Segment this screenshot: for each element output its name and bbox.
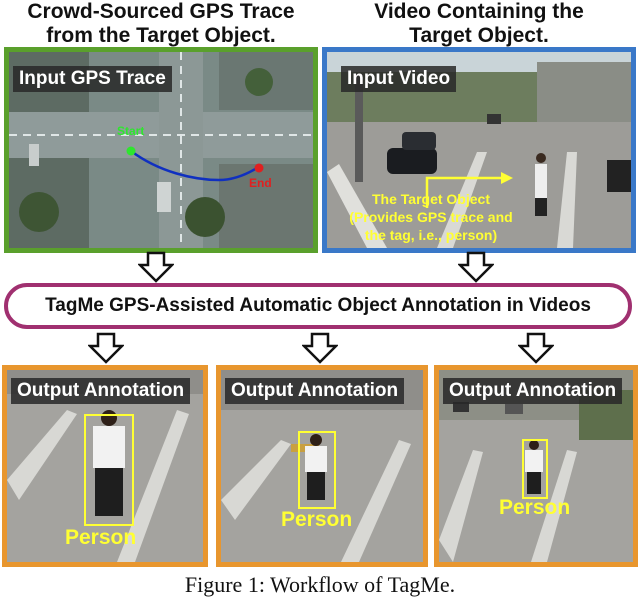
down-arrow-output-1 xyxy=(88,332,124,364)
pipeline-label: TagMe GPS-Assisted Automatic Object Anno… xyxy=(45,295,591,316)
output-tag-1: Output Annotation xyxy=(11,378,191,404)
person-label-3: Person xyxy=(499,496,571,519)
down-arrow-output-2 xyxy=(302,332,338,364)
tagme-pipeline-box: TagMe GPS-Assisted Automatic Object Anno… xyxy=(4,283,632,329)
input-video-tag: Input Video xyxy=(341,66,457,92)
target-object-annotation: The Target Object (Provides GPS trace an… xyxy=(349,191,513,243)
down-arrow-left xyxy=(138,251,174,283)
down-arrow-right xyxy=(458,251,494,283)
input-gps-panel: Input GPS Trace Start End xyxy=(4,47,318,253)
output-panel-3: Output Annotation Person xyxy=(434,365,638,567)
output-panel-2: Output Annotation Person xyxy=(216,365,428,567)
input-video-panel: Input Video The Target Object (Provides … xyxy=(322,47,636,253)
start-label: Start xyxy=(117,124,145,138)
down-arrow-output-3 xyxy=(518,332,554,364)
title-gps-trace: Crowd-Sourced GPS Trace from the Target … xyxy=(27,0,295,47)
person-label-2: Person xyxy=(281,508,353,531)
output-tag-3: Output Annotation xyxy=(443,378,623,404)
person-label-1: Person xyxy=(65,526,137,549)
title-video: Video Containing the Target Object. xyxy=(374,0,584,47)
figure-caption: Figure 1: Workflow of TagMe. xyxy=(184,572,456,597)
output-tag-2: Output Annotation xyxy=(225,378,405,404)
output-panel-1: Output Annotation Person xyxy=(2,365,208,567)
input-gps-tag: Input GPS Trace xyxy=(13,66,172,92)
end-label: End xyxy=(249,176,272,190)
